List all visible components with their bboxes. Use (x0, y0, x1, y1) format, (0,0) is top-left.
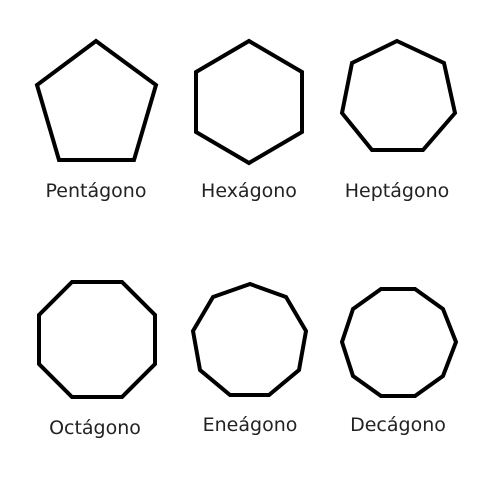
pentagon-label: Pentágono (46, 180, 147, 202)
nonagon-label: Eneágono (203, 414, 298, 436)
shape-heptagono: Heptágono (339, 38, 458, 202)
nonagon-shape (190, 281, 309, 397)
shape-octagono: Octágono (37, 280, 157, 439)
octagon-shape (37, 280, 157, 399)
heptagon-label: Heptágono (345, 180, 449, 202)
decagon-label: Decágono (350, 414, 446, 436)
octagon-label: Octágono (49, 417, 141, 439)
shape-hexagono: Hexágono (194, 38, 304, 202)
shape-eneagono: Eneágono (190, 281, 309, 436)
shape-pentagono: Pentágono (34, 38, 159, 202)
pentagon-shape (34, 38, 159, 162)
heptagon-shape (339, 38, 458, 152)
hexagon-label: Hexágono (201, 180, 297, 202)
decagon-shape (339, 287, 459, 398)
shape-decagono: Decágono (339, 287, 459, 436)
hexagon-shape (194, 38, 304, 166)
